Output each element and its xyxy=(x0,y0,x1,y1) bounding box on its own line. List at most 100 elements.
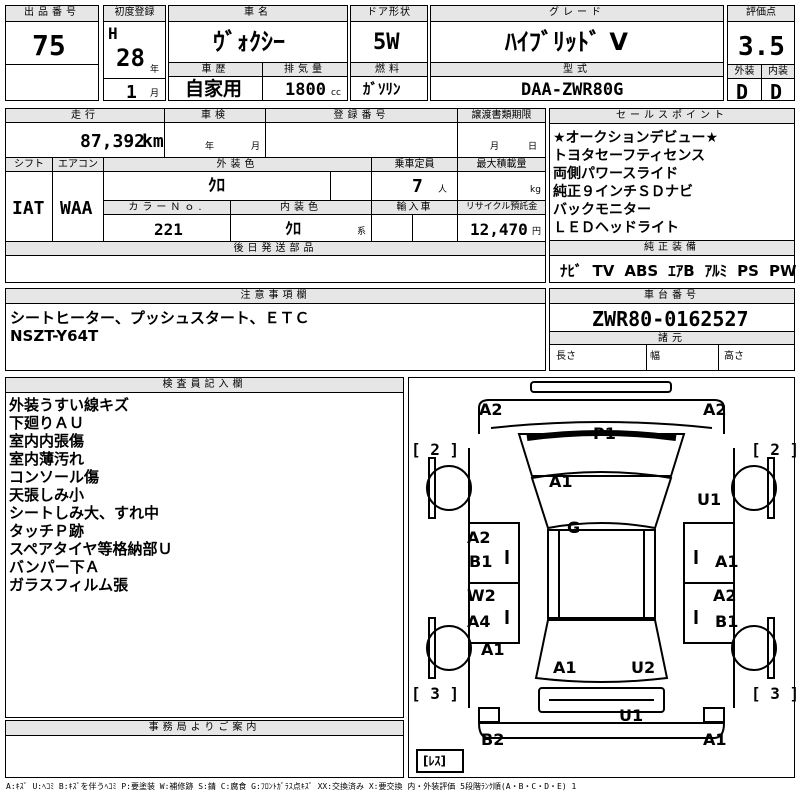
mileage-header: 走行 xyxy=(6,109,164,123)
year-unit: 年 xyxy=(150,65,160,75)
interior-header: 内装 xyxy=(761,65,794,79)
score-box: 評価点 3.5 外装 内装 D D xyxy=(727,5,795,104)
car-name-box: 車名 ｳﾞｫｸｼｰ xyxy=(168,5,348,63)
model-code: DAA-ZWR80G xyxy=(521,80,624,100)
mark-rear-bumper: U1 xyxy=(619,706,644,725)
mark-left-rear-door-2: A4 xyxy=(467,612,491,631)
shift: IAT xyxy=(12,198,45,219)
sales-point-item: 両側パワースライド xyxy=(553,166,679,182)
recycle-unit: 円 xyxy=(532,227,542,237)
mark-roof: G xyxy=(567,518,581,537)
mark-front-right: A2 xyxy=(703,400,727,419)
mark-left-rear-fender: A1 xyxy=(481,640,505,659)
genuine-equipment-header: 純正装備 xyxy=(550,241,794,256)
month-unit: 月 xyxy=(150,89,160,99)
mileage-unit: km xyxy=(142,131,164,152)
equipment-item: ｴｱB xyxy=(668,262,695,280)
mark-rear-glass-right: U2 xyxy=(631,658,656,677)
max-load-box: 最大積載量 kg xyxy=(457,157,546,201)
sales-point-item: 純正９インチＳＤナビ xyxy=(553,184,693,200)
transfer-deadline-header: 譲渡書類期限 xyxy=(458,109,545,123)
inspector-note-item: 室内薄汚れ xyxy=(9,450,85,468)
bracket-front-right: [ 2 ] xyxy=(751,440,800,459)
interior-grade: D xyxy=(770,80,783,104)
exterior-header: 外装 xyxy=(728,65,761,79)
displacement: 1800 xyxy=(285,80,326,100)
history: 自家用 xyxy=(185,78,243,100)
legend: A:ｷｽﾞ U:ﾍｺﾐ B:ｷｽﾞを伴うﾍｺﾐ P:要塗装 W:補修跡 S:錆 … xyxy=(6,782,577,791)
aircon-header: エアコン xyxy=(53,158,103,172)
inspection-box: 車検 年 月 xyxy=(164,108,266,158)
capacity-box: 乗車定員 7 人 xyxy=(371,157,458,201)
mark-rear-right: A1 xyxy=(703,730,727,749)
mileage-box: 走行 87,392 km xyxy=(5,108,165,158)
lot-number: 75 xyxy=(32,29,66,62)
note-line: NSZT-Y64T xyxy=(10,327,99,345)
equipment-item: PW xyxy=(768,262,797,280)
model-code-box: 型式 DAA-ZWR80G xyxy=(430,62,724,101)
transfer-day-unit: 日 xyxy=(528,142,538,152)
interior-color: ｸﾛ xyxy=(285,219,302,238)
exterior-color-box: 外装色 ｸﾛ xyxy=(103,157,372,201)
registration-number-header: 登録番号 xyxy=(266,109,457,123)
inspection-year-unit: 年 xyxy=(205,142,215,152)
bracket-rear-left: [ 3 ] xyxy=(411,684,460,703)
inspector-notes-header: 検査員記入欄 xyxy=(6,378,403,393)
office-notes-header: 事務局よりご案内 xyxy=(6,721,403,736)
interior-color-box: 内装色 ｸﾛ 系 xyxy=(230,200,372,242)
car-name: ｳﾞｫｸｼｰ xyxy=(213,28,285,56)
fuel-header: 燃料 xyxy=(351,63,427,77)
mark-left-rear-door-1: W2 xyxy=(467,586,496,605)
spare-label: [ﾚｽ] xyxy=(423,754,446,768)
equipment-item: PS xyxy=(737,262,759,280)
capacity-unit: 人 xyxy=(438,185,448,195)
fuel-box: 燃料 ｶﾞｿﾘﾝ xyxy=(350,62,428,101)
sales-point-item: ★オークションデビュー★ xyxy=(553,130,719,146)
inspector-note-item: コンソール傷 xyxy=(9,468,100,486)
mark-left-front-door-1: A2 xyxy=(467,528,491,547)
mark-rear-left: B2 xyxy=(481,730,505,749)
inspector-note-item: シートしみ大、すれ中 xyxy=(9,504,160,522)
history-header: 車歴 xyxy=(169,63,262,77)
shift-header: シフト xyxy=(6,158,52,172)
first-registration-header: 初度登録 xyxy=(104,6,165,22)
notes-header: 注意事項欄 xyxy=(6,289,545,304)
dimension-length-label: 長さ xyxy=(556,351,576,362)
dimension-height-label: 高さ xyxy=(724,351,744,362)
equipment-item: ｱﾙﾐ xyxy=(704,262,728,280)
recycle: 12,470 xyxy=(470,220,528,239)
mark-front-left: A2 xyxy=(479,400,503,419)
car-outline xyxy=(416,381,777,773)
sales-point-item: トヨタセーフティセンス xyxy=(553,148,706,164)
interior-color-unit: 系 xyxy=(357,227,367,237)
lot-number-header: 出品番号 xyxy=(6,6,98,22)
door-header: ドア形状 xyxy=(351,6,427,22)
chassis-box: 車台番号 ZWR80-0162527 諸元 長さ 幅 高さ xyxy=(549,288,795,371)
exterior-grade: D xyxy=(736,80,749,104)
registration-year: 28 xyxy=(116,44,145,72)
mark-right-rear-door-1: A2 xyxy=(713,586,737,605)
grade: ﾊｲﾌﾞﾘｯﾄﾞ V xyxy=(505,28,628,56)
sales-point-item: バックモニター xyxy=(553,202,651,218)
displacement-header: 排気量 xyxy=(263,63,347,77)
load-unit: kg xyxy=(530,185,541,195)
car-name-header: 車名 xyxy=(169,6,347,22)
sales-points-list: ★オークションデビュー★ トヨタセーフティセンス両側パワースライド純正９インチＳＤ… xyxy=(553,129,718,237)
mark-left-front-door-2: B1 xyxy=(469,552,493,571)
bracket-rear-right: [ 3 ] xyxy=(751,684,800,703)
sales-point-item: ＬＥＤヘッドライト xyxy=(553,220,679,236)
capacity-header: 乗車定員 xyxy=(372,158,457,172)
registration-month: 1 xyxy=(126,82,137,103)
aircon: WAA xyxy=(60,198,93,219)
damage-diagram: A2 A2 P1 A1 U1 G A2 B1 A1 W2 A4 A2 B1 A1… xyxy=(408,377,799,778)
color-number-header: カラーＮｏ. xyxy=(104,201,230,215)
sales-points-header: セールスポイント xyxy=(550,109,794,124)
displacement-box: 排気量 1800 cc xyxy=(262,62,348,101)
registration-number-box: 登録番号 xyxy=(265,108,458,158)
inspector-note-item: 天張しみ小 xyxy=(9,486,85,504)
score-header: 評価点 xyxy=(728,6,794,22)
